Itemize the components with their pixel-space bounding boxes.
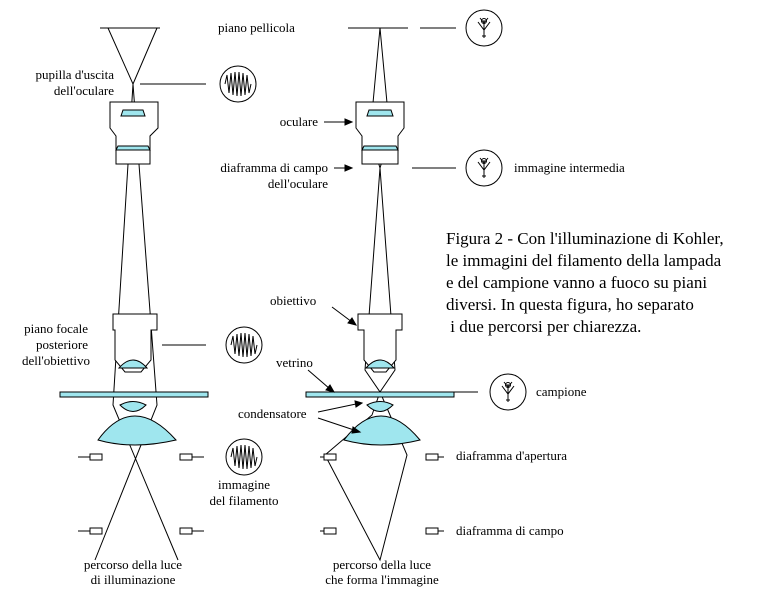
image-path-column [305,9,527,562]
label-slide: vetrino [276,355,313,370]
label-filament-image: immagine [218,477,270,492]
label-back-focal-plane-3: dell'obiettivo [22,353,90,368]
label-exit-pupil-2: dell'oculare [54,83,114,98]
label-illumination-path: percorso della luce [84,557,182,572]
label-image-path-2: che forma l'immagine [325,572,439,587]
illumination-rays [94,27,179,561]
labels: piano pellicola pupilla d'uscita dell'oc… [22,20,625,587]
condenser-left [97,401,177,446]
label-specimen: campione [536,384,587,399]
label-objective: obiettivo [270,293,316,308]
label-eyepiece: oculare [280,114,318,129]
field-diaphragm-left [78,527,204,535]
label-film-plane: piano pellicola [218,20,295,35]
objective-left [112,313,158,373]
label-field-diaphragm: diaframma di campo [456,523,564,538]
caption-line: diversi. In questa figura, ho separato [446,295,694,314]
illumination-path-column [59,27,263,561]
label-exit-pupil: pupilla d'uscita [35,67,114,82]
label-aperture-diaphragm: diaframma d'apertura [456,448,567,463]
specimen-image-icon [489,373,527,411]
label-back-focal-plane: piano focale [24,321,88,336]
label-intermediate-image: immagine intermedia [514,160,625,175]
pointer-slide [307,369,331,390]
label-illumination-path-2: di illuminazione [91,572,176,587]
label-back-focal-plane-2: posteriore [36,337,88,352]
specimen-image-icon [465,149,503,187]
figure-caption: Figura 2 - Con l'illuminazione di Kohler… [446,228,756,338]
caption-line: Figura 2 - Con l'illuminazione di Kohler… [446,229,724,248]
label-filament-image-2: del filamento [210,493,279,508]
specimen-image-icon [465,9,503,47]
objective-right [357,313,403,373]
caption-line: le immagini del filamento della lampada [446,251,722,270]
label-condenser: condensatore [238,406,307,421]
filament-image-icon [225,438,263,476]
label-eyepiece-diaphragm-2: dell'oculare [268,176,328,191]
aperture-diaphragm-right [320,453,444,461]
label-eyepiece-diaphragm: diaframma di campo [220,160,328,175]
filament-image-icon [225,326,263,364]
pointer-condenser-2 [317,417,355,431]
pointer-condenser-1 [317,403,357,413]
eyepiece-right [355,101,405,165]
aperture-diaphragm-left [78,453,204,461]
field-diaphragm-right [320,527,444,535]
caption-line: i due percorsi per chiarezza. [446,317,642,336]
condenser-right [343,401,421,446]
label-image-path: percorso della luce [333,557,431,572]
caption-line: e del campione vanno a fuoco su piani [446,273,708,292]
pointer-objective [331,306,353,323]
eyepiece-left [109,101,159,165]
slide-right [305,391,455,398]
filament-image-icon [219,65,257,103]
slide-left [59,391,209,398]
